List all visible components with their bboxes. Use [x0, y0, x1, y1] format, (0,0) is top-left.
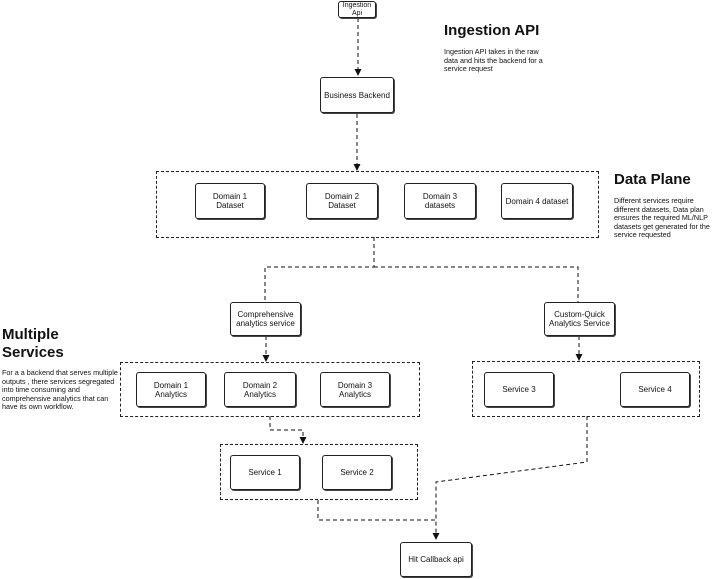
data-plane-group	[156, 171, 599, 238]
ingestion-api-heading: Ingestion API	[444, 22, 540, 39]
domain3-datasets-node: Domain 3 datasets	[404, 183, 476, 219]
output-services-group	[220, 444, 418, 500]
hit-callback-api-node: Hit Callback api	[400, 542, 472, 577]
service3-node: Service 3	[484, 372, 554, 407]
line-services-to-callback	[317, 500, 436, 521]
domain2-analytics-node: Domain 2 Analytics	[224, 372, 296, 407]
data-plane-description: Different services require different dat…	[614, 196, 710, 240]
service4-node: Service 4	[620, 372, 690, 407]
multiple-services-description: For a a backend that serves multiple out…	[2, 368, 118, 412]
service1-node: Service 1	[230, 455, 300, 490]
comprehensive-analytics-group	[120, 362, 420, 417]
service2-node: Service 2	[322, 455, 392, 490]
data-plane-heading: Data Plane	[614, 171, 691, 188]
domain1-dataset-node: Domain 1 Dataset	[195, 183, 265, 219]
ingestion-api-description: Ingestion API takes in the raw data and …	[444, 47, 543, 74]
arrow-quick-to-callback	[432, 416, 588, 540]
comprehensive-analytics-service-node: Comprehensive analytics service	[230, 302, 301, 336]
multiple-services-heading: Multiple Services	[2, 326, 64, 361]
arrow-analytics-to-services	[269, 416, 307, 444]
domain3-analytics-node: Domain 3 Analytics	[320, 372, 390, 407]
line-data-plane-split	[264, 237, 375, 302]
domain1-analytics-node: Domain 1 Analytics	[136, 372, 206, 407]
custom-quick-analytics-service-node: Custom-Quick Analytics Service	[544, 302, 615, 336]
domain2-dataset-node: Domain 2 Dataset	[306, 183, 378, 219]
business-backend-node: Business Backend	[320, 77, 394, 113]
domain4-dataset-node: Domain 4 dataset	[501, 183, 573, 219]
ingestion-api-node: Ingestion Api	[338, 1, 376, 18]
quick-analytics-group	[472, 361, 700, 417]
line-data-plane-to-custom	[374, 266, 579, 302]
